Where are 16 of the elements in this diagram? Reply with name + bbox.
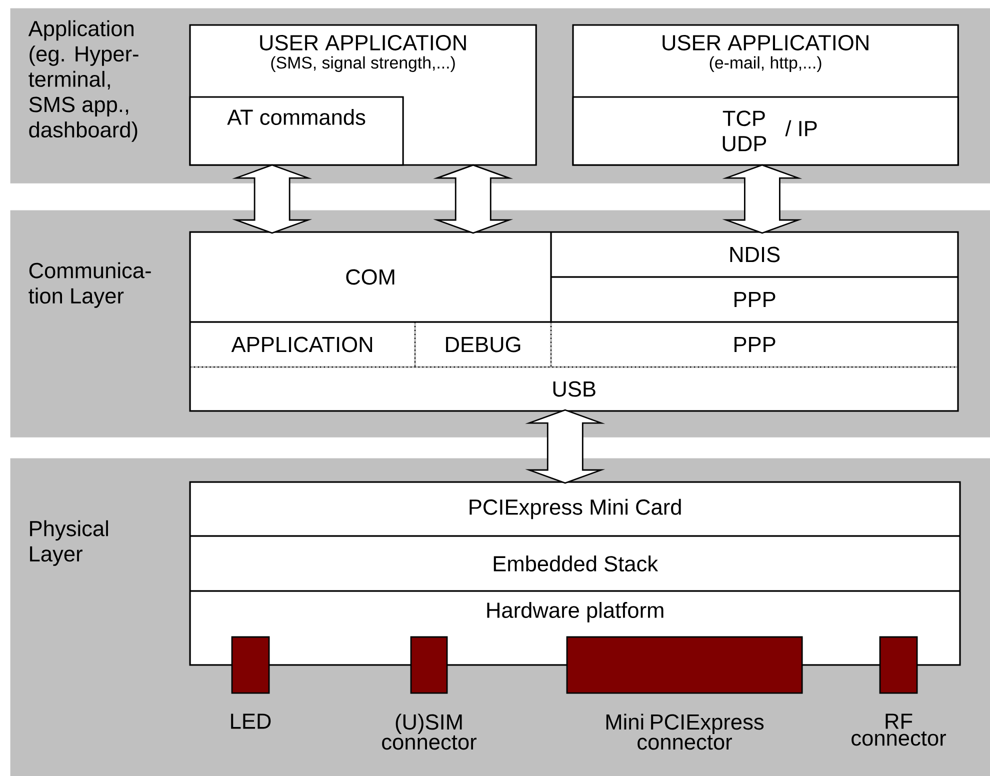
double-arrow	[433, 164, 514, 234]
double-arrow	[722, 164, 802, 234]
double-arrow	[232, 164, 312, 234]
connector-label: Mini PCIExpress connector	[606, 714, 764, 750]
command-box: AT commands	[189, 96, 404, 166]
connector-label: LED	[231, 714, 271, 729]
layer-cell: APPLICATION	[191, 323, 414, 366]
connector-label: RF connector	[852, 714, 946, 746]
layer-cell: PCIExpress Mini Card	[191, 483, 960, 536]
layer-cell: PPP	[552, 278, 958, 322]
connector-label: (U)SIM connector	[382, 714, 476, 750]
layer-cell: DEBUG	[416, 323, 550, 366]
protocol-box: TCP UDP / IP	[572, 96, 959, 166]
layer-cell: NDIS	[552, 233, 958, 276]
double-arrow	[525, 409, 606, 484]
layer-cell: Embedded Stack	[191, 537, 960, 590]
